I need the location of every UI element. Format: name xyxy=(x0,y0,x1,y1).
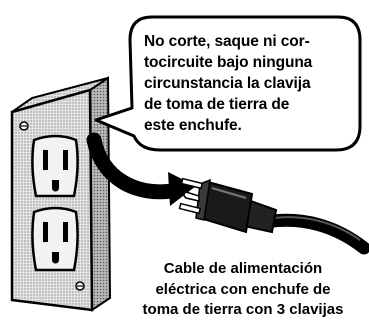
plug-caption: Cable de alimentación eléctrica con ench… xyxy=(142,260,344,318)
arrow-icon xyxy=(86,132,196,206)
speech-bubble-icon xyxy=(94,15,362,152)
wall-outlet-icon xyxy=(10,76,112,312)
receptacle-upper xyxy=(31,134,79,198)
grounded-plug-icon xyxy=(178,177,369,255)
warning-callout-text: No corte, saque ni cor- tocircuite bajo … xyxy=(144,33,313,134)
receptacle-lower xyxy=(31,206,79,272)
